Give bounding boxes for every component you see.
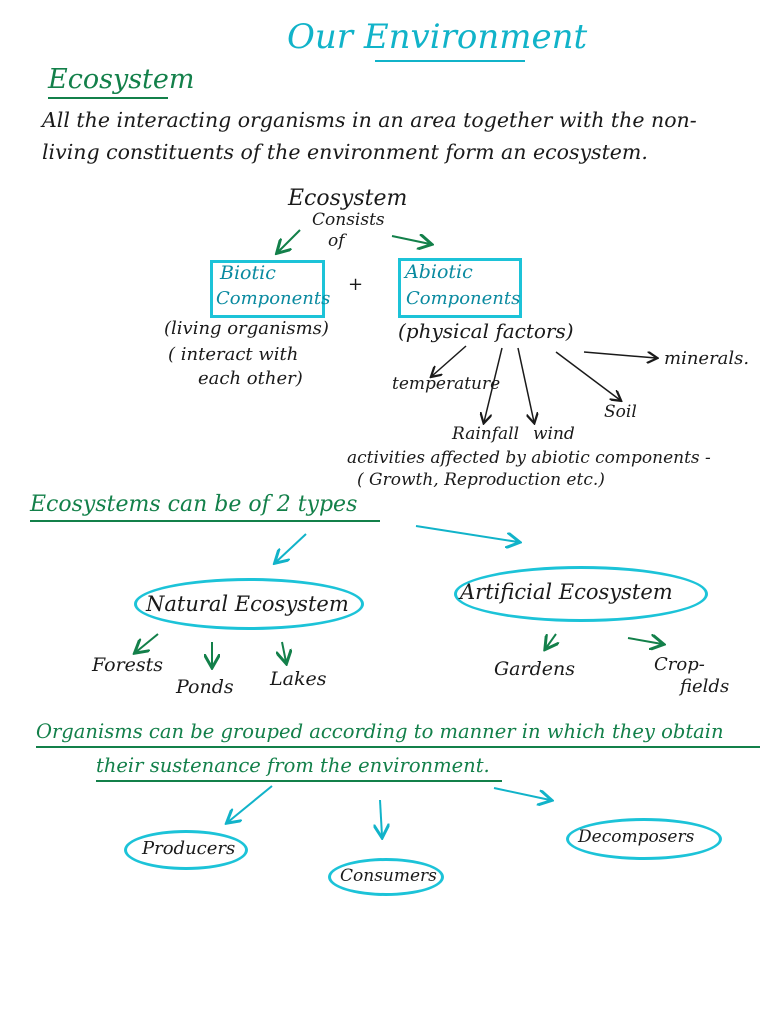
- ecosystem-heading: Ecosystem: [48, 64, 195, 95]
- arrow-to-soil: [555, 351, 620, 400]
- biotic-components-box: [210, 260, 325, 318]
- consumers-label: Consumers: [340, 866, 437, 886]
- consists-line: Consists: [312, 210, 385, 230]
- example-crop: Crop-: [654, 654, 705, 675]
- plus-sign: +: [348, 274, 364, 295]
- grouping-line-1: Organisms can be grouped according to ma…: [36, 720, 724, 743]
- ecosystem-heading-underline: [48, 97, 168, 99]
- arrow-to-decomposers: [493, 787, 550, 800]
- arrow-to-consumers: [380, 799, 382, 836]
- abiotic-components-box: [398, 258, 522, 318]
- example-ponds: Ponds: [176, 676, 234, 698]
- arrow-to-natural: [276, 533, 307, 562]
- arrow-to-biotic: [278, 229, 301, 252]
- types-heading-underline: [30, 520, 380, 522]
- types-heading: Ecosystems can be of 2 types: [30, 492, 358, 517]
- example-gardens: Gardens: [494, 658, 575, 680]
- biotic-desc-1: (living organisms): [164, 318, 329, 339]
- grouping-underline-2: [96, 780, 502, 782]
- natural-ecosystem-oval: [134, 578, 364, 630]
- biotic-desc-2: ( interact with: [168, 344, 299, 365]
- producers-oval: [124, 830, 248, 870]
- natural-ecosystem-label: Natural Ecosystem: [146, 592, 349, 616]
- arrow-to-forests: [136, 633, 159, 652]
- grouping-line-2: their sustenance from the environment.: [96, 754, 490, 777]
- factor-minerals: minerals.: [664, 348, 750, 369]
- page-title: Our Environment: [287, 17, 588, 57]
- artificial-ecosystem-oval: [454, 566, 708, 622]
- factor-soil: Soil: [604, 402, 637, 422]
- example-lakes: Lakes: [270, 668, 327, 690]
- grouping-underline-1: [36, 746, 760, 748]
- activities-line-2: ( Growth, Reproduction etc.): [357, 470, 605, 490]
- factor-rainfall: Rainfall: [452, 424, 520, 444]
- abiotic-label-1: Abiotic: [405, 261, 473, 283]
- consists-ecosystem: Ecosystem: [288, 186, 408, 211]
- decomposers-oval: [566, 818, 722, 860]
- definition-line-2: living constituents of the environment f…: [42, 140, 648, 164]
- decomposers-label: Decomposers: [578, 827, 695, 847]
- arrow-to-rainfall: [484, 347, 503, 422]
- of-line: of: [328, 231, 345, 251]
- arrow-to-temperature: [432, 345, 467, 376]
- arrow-to-abiotic: [391, 236, 430, 244]
- arrow-to-producers: [228, 785, 273, 822]
- abiotic-desc: (physical factors): [398, 319, 574, 343]
- factor-temperature: temperature: [392, 374, 501, 394]
- factor-wind: wind: [533, 424, 575, 444]
- arrow-to-gardens: [546, 633, 556, 648]
- example-forests: Forests: [92, 654, 164, 676]
- arrow-to-lakes: [282, 641, 286, 662]
- arrow-to-minerals: [583, 351, 656, 358]
- biotic-desc-3: each other): [198, 368, 303, 389]
- consumers-oval: [328, 858, 444, 896]
- abiotic-label-2: Components: [406, 288, 521, 309]
- definition-line-1: All the interacting organisms in an area…: [42, 108, 697, 132]
- biotic-label-1: Biotic: [220, 262, 276, 284]
- arrow-to-crop: [627, 638, 662, 644]
- activities-line-1: activities affected by abiotic component…: [347, 448, 711, 468]
- title-underline: [375, 60, 525, 62]
- producers-label: Producers: [142, 838, 236, 859]
- artificial-ecosystem-label: Artificial Ecosystem: [460, 580, 673, 604]
- example-fields: fields: [680, 676, 730, 697]
- arrow-to-artificial: [415, 525, 518, 542]
- arrow-to-wind: [517, 347, 534, 422]
- biotic-label-2: Components: [216, 288, 331, 309]
